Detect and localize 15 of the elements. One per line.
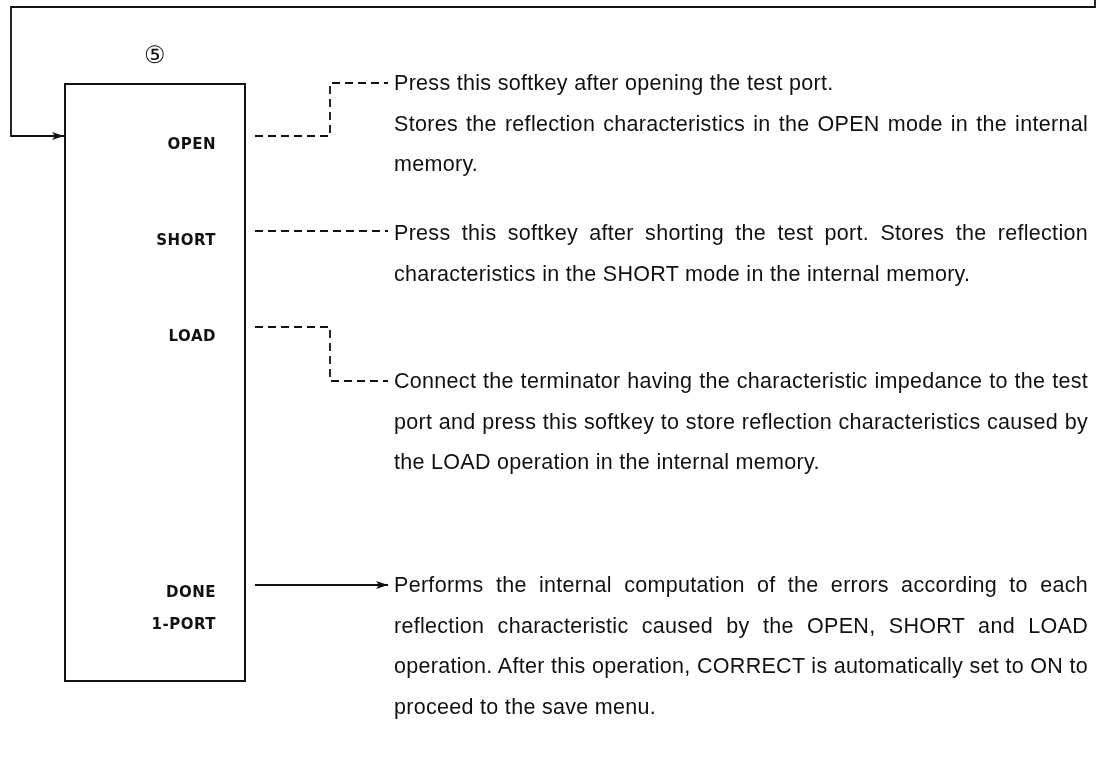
description-text: Stores the reflection characteristics in the OPEN mode in the internal memory. [394,110,1088,178]
softkey-label: SHORT [66,224,244,256]
softkey-label: LOAD [66,320,244,352]
dashed-leader-line [254,326,389,382]
arrow [10,0,1096,140]
softkey-label: OPEN [66,128,244,160]
description-text: Press this softkey after opening the test port. [394,70,835,97]
arrow [254,581,389,589]
dashed-leader-line [254,230,389,232]
step-number: ⑤ [144,43,166,67]
description-text: Performs the internal computation of the errors according to each reflection characteristic caused by the OPEN, SHORT and LOAD operation. After this operation, CORRECT is automatically set to ON to proceed to the save menu. [394,572,1088,721]
dashed-leader-line [254,82,389,137]
softkey-label: DONE 1-PORT [66,576,244,640]
description-text: Press this softkey after shorting the test port. Stores the reflection characteristics in the SHORT mode in the internal memory. [394,220,1088,288]
description-text: Connect the terminator having the characteristic impedance to the test port and press this softkey to store reflection characteristics caused by the LOAD operation in the internal memory. [394,368,1088,476]
